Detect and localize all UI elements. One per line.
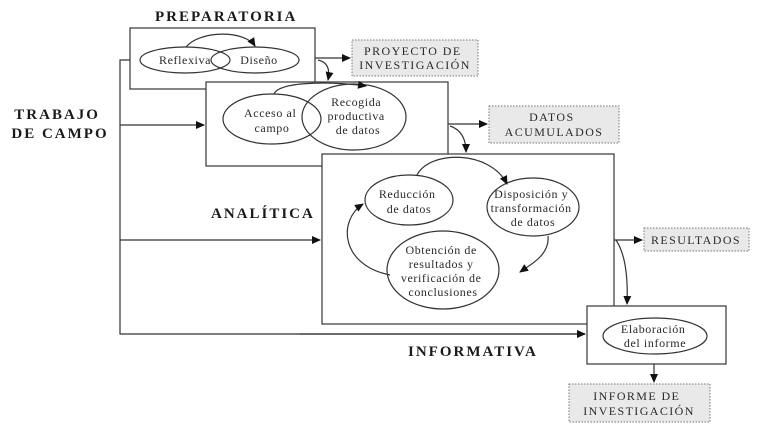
acceso-to-recogida-arrow [273,80,367,95]
reduccion-ellipse [364,174,454,226]
obtencion-to-reduccion-arrow [346,203,391,276]
reflexiva-ellipse [139,46,231,74]
stage-analitica: ANALÍTICA [211,205,315,222]
recogida-label: Recogida productiva de datos [328,95,389,137]
disposicion-label: Disposición y transformación de datos [491,187,576,229]
informe-output-box [568,383,711,423]
reduccion-to-disposicion-arrow [416,156,508,185]
reflexiva-to-diseno-arrow [185,33,256,48]
reduccion-label: Reducción de datos [379,187,439,216]
elaboracion-label: Elaboración del informe [621,322,689,350]
datos-output-box [488,105,620,144]
informe-output-label: INFORME DE INVESTIGACIÓN [583,389,695,418]
analitica-to-informativa-arrow [615,239,632,305]
resultados-output-label: RESULTADOS [651,233,741,247]
resultados-output-box [643,227,750,252]
reflexiva-label: Reflexiva [159,53,211,67]
proyecto-output-label: PROYECTO DE INVESTIGACIÓN [359,44,471,72]
proyecto-output-box [351,39,479,77]
obtencion-label: Obtención de resultados y verificación d… [401,243,485,299]
diseno-label: Diseño [240,53,278,67]
disposicion-ellipse [486,177,580,237]
disposicion-to-obtencion-arrow [519,235,549,273]
datos-output-label: DATOS ACUMULADOS [505,110,604,139]
acceso-campo-ellipse [222,93,322,145]
campo-to-analitica-arrow [449,125,470,153]
stage-trabajo-campo: TRABAJO DE CAMPO [11,107,108,142]
diseno-ellipse [210,46,300,74]
elaboracion-ellipse [602,317,708,355]
prep-to-campo-arrow [317,59,334,81]
stage-preparatoria: PREPARATORIA [155,9,297,25]
obtencion-ellipse [386,230,500,310]
stage-informativa: INFORMATIVA [408,344,538,360]
acceso-campo-label: Acceso al campo [244,106,300,135]
